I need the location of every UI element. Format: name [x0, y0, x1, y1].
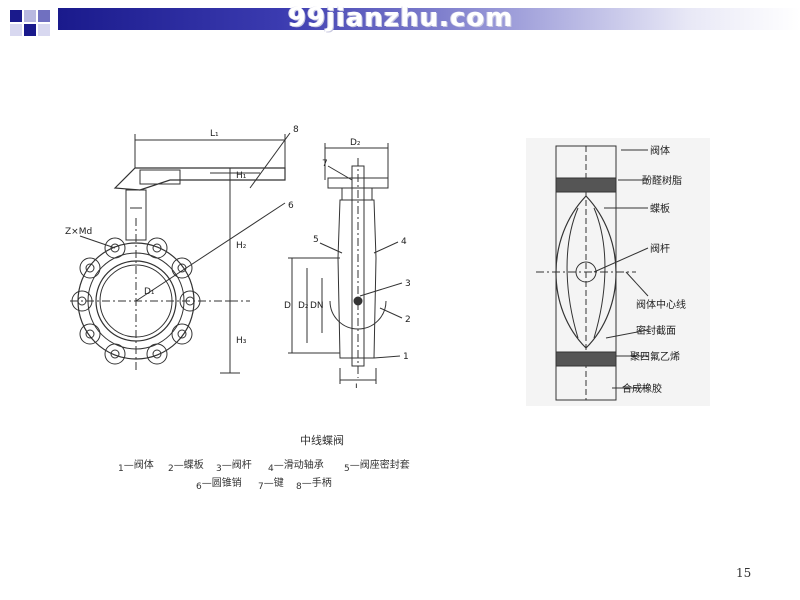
section-label-disc: 蝶板 [650, 202, 670, 215]
header-square-6 [38, 24, 50, 36]
dim-DN: DN [310, 301, 324, 311]
dim-L1: L₁ [210, 129, 219, 139]
header-bar: 99jianzhu.com [0, 0, 800, 40]
callout-5: 5 [313, 235, 319, 245]
page-number: 15 [736, 566, 752, 580]
callout-3: 3 [405, 279, 411, 289]
section-label-seal: 密封截面 [636, 324, 676, 337]
section-label-body: 阀体 [650, 144, 670, 157]
dim-D1: D₁ [144, 287, 155, 297]
butterfly-valve-drawing: L₁ H₁ H₂ H₃ D₁ Z×Md D₂ D D₂ DN L 8 6 7 5… [65, 125, 411, 388]
dim-L: L [355, 383, 360, 388]
legend-item-7: 7—键 [258, 478, 284, 492]
legend-row-2: 6—圆锥销 7—键 8—手柄 [196, 474, 396, 492]
valve-section-drawing: 阀体 酚醛树脂 蝶板 阀杆 阀体中心线 密封截面 聚四氟乙烯 合成橡胶 [526, 138, 710, 406]
callout-6: 6 [288, 201, 294, 211]
legend-item-2: 2—蝶板 [168, 460, 204, 474]
header-gradient [58, 8, 800, 30]
callout-7: 7 [322, 159, 328, 169]
dim-H1: H₁ [236, 171, 247, 181]
dim-H2: H₂ [236, 241, 247, 251]
section-label-stem: 阀杆 [650, 242, 670, 255]
callout-4: 4 [401, 237, 407, 247]
callout-8: 8 [293, 125, 299, 135]
header-square-1 [10, 10, 22, 22]
legend-item-3: 3—阀杆 [216, 460, 252, 474]
dim-bolt: Z×Md [65, 227, 92, 237]
legend-item-5: 5—阀座密封套 [344, 460, 410, 474]
header-square-5 [10, 24, 22, 36]
legend-item-1: 1—阀体 [118, 460, 154, 474]
callout-2: 2 [405, 315, 411, 325]
legend-row-1: 1—阀体 2—蝶板 3—阀杆 4—滑动轴承 5—阀座密封套 [118, 456, 448, 474]
watermark-text: 99jianzhu.com [288, 3, 514, 33]
section-label-ptfe: 聚四氟乙烯 [630, 350, 680, 363]
header-square-4 [24, 24, 36, 36]
legend-item-8: 8—手柄 [296, 478, 332, 492]
section-label-phenolic: 酚醛树脂 [642, 174, 682, 187]
callout-1: 1 [403, 352, 409, 362]
section-label-centerline: 阀体中心线 [636, 298, 686, 311]
dim-D2-top: D₂ [350, 138, 361, 148]
dim-D2-side: D₂ [298, 301, 309, 311]
header-square-3 [38, 10, 50, 22]
legend-item-6: 6—圆锥销 [196, 478, 242, 492]
legend-item-4: 4—滑动轴承 [268, 460, 324, 474]
header-square-2 [24, 10, 36, 22]
figure-title: 中线蝶阀 [300, 434, 344, 447]
dim-D: D [284, 301, 291, 311]
section-label-rubber: 合成橡胶 [622, 382, 662, 395]
dim-H3: H₃ [236, 336, 247, 346]
